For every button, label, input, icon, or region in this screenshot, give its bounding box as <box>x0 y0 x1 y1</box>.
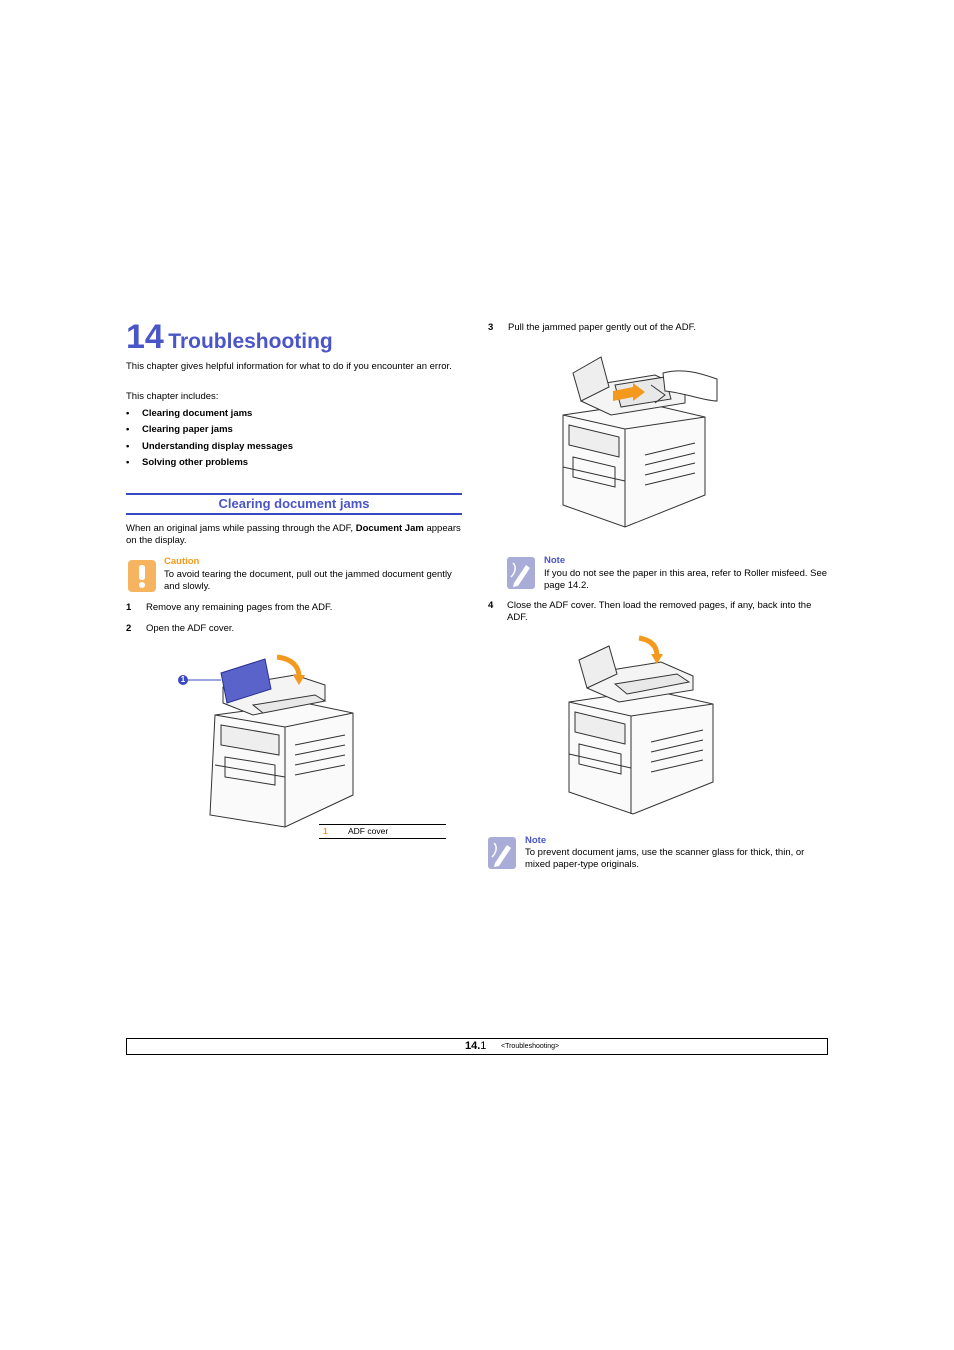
step-number: 2 <box>126 623 132 634</box>
note-title: Note <box>525 835 547 846</box>
printer-close-adf-illustration <box>565 630 720 818</box>
toc-item[interactable]: •Clearing paper jams <box>126 424 233 435</box>
caution-icon <box>128 560 156 592</box>
toc-item[interactable]: •Solving other problems <box>126 457 249 468</box>
note-icon <box>488 837 516 869</box>
legend-number: 1 <box>323 826 328 836</box>
caution-title: Caution <box>164 556 200 567</box>
step-2: 2 Open the ADF cover. <box>126 623 234 635</box>
section-intro-text: appears on the display. <box>126 523 461 546</box>
section-intro-text: When an original jams while passing thro… <box>126 523 356 534</box>
section-heading: Clearing document jams <box>126 493 462 515</box>
note-title: Note <box>544 555 566 566</box>
page-number-minor: 1 <box>480 1040 487 1052</box>
page-number: 14.1 <box>465 1040 486 1052</box>
step-number: 1 <box>126 602 132 613</box>
step-text: Open the ADF cover. <box>146 623 235 634</box>
display-message: Document Jam <box>355 523 424 534</box>
step-text: Close the ADF cover. Then load the remov… <box>507 600 812 623</box>
figure-legend: 1 ADF cover <box>319 824 446 839</box>
step-number: 3 <box>488 322 494 333</box>
note-icon <box>507 557 535 589</box>
caution-text: To avoid tearing the document, pull out … <box>164 569 452 592</box>
page-number-major: 14. <box>465 1040 481 1052</box>
printer-adf-open-illustration <box>175 645 360 835</box>
footer-section-tag: <Troubleshooting> <box>501 1043 560 1050</box>
toc-item-label: Solving other problems <box>142 457 249 468</box>
chapter-heading: 14 Troubleshooting <box>126 320 333 354</box>
step-1: 1 Remove any remaining pages from the ADF… <box>126 602 332 614</box>
toc-item-label: Clearing document jams <box>142 408 253 419</box>
toc-item[interactable]: •Understanding display messages <box>126 441 293 452</box>
toc-item-label: Understanding display messages <box>142 441 293 452</box>
figure-callout: 1 <box>180 675 186 684</box>
chapter-intro: This chapter gives helpful information f… <box>126 361 452 372</box>
chapter-number: 14 <box>126 318 164 356</box>
step-text: Remove any remaining pages from the ADF. <box>146 602 333 613</box>
step-4: 4 Close the ADF cover. Then load the rem… <box>488 600 828 624</box>
note-text: If you do not see the paper in this area… <box>544 568 828 591</box>
section-intro: When an original jams while passing thro… <box>126 523 462 547</box>
step-number: 4 <box>488 600 494 611</box>
note-text: To prevent document jams, use the scanne… <box>525 847 805 870</box>
step-3: 3 Pull the jammed paper gently out of the… <box>488 322 696 334</box>
printer-pull-paper-illustration <box>555 345 725 530</box>
page-footer: 14.1 <Troubleshooting> <box>126 1038 828 1055</box>
chapter-title: Troubleshooting <box>168 330 333 353</box>
legend-label: ADF cover <box>348 826 389 836</box>
includes-label: This chapter includes: <box>126 391 219 402</box>
toc-item-label: Clearing paper jams <box>142 424 233 435</box>
step-text: Pull the jammed paper gently out of the … <box>508 322 696 333</box>
toc-item[interactable]: •Clearing document jams <box>126 408 253 419</box>
